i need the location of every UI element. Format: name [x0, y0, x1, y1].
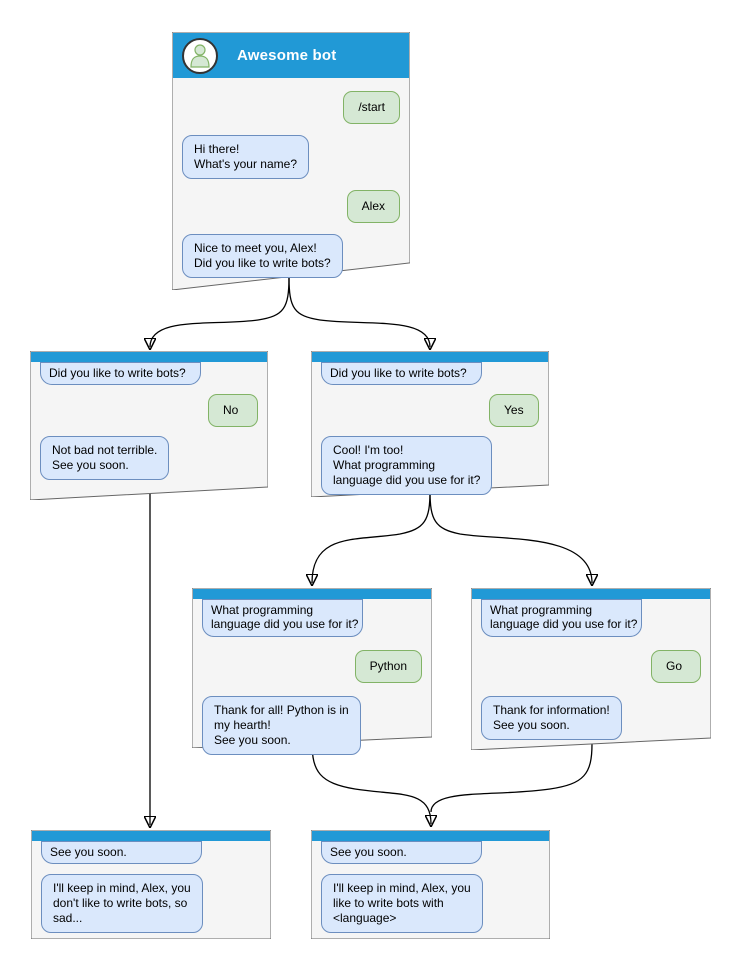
- bot-message: Thank for information! See you soon.: [481, 695, 622, 740]
- chat-window-lang-python: What programming language did you use fo…: [192, 588, 432, 755]
- bot-message: See you soon.: [321, 841, 482, 865]
- bot-message: Did you like to write bots?: [321, 362, 482, 386]
- chat-window-lang-go: What programming language did you use fo…: [471, 588, 711, 750]
- user-message: Alex: [346, 190, 400, 223]
- chat-messages: See you soon. I'll keep in mind, Alex, y…: [31, 841, 271, 934]
- bot-message: See you soon.: [41, 841, 202, 865]
- bot-message: I'll keep in mind, Alex, you like to wri…: [321, 874, 483, 934]
- bot-message: Did you like to write bots?: [40, 362, 201, 386]
- window-title-bar: [31, 352, 267, 362]
- user-message: Yes: [489, 394, 539, 428]
- chat-messages: Did you like to write bots? No Not bad n…: [30, 362, 268, 481]
- window-title-bar: [312, 352, 548, 362]
- bot-avatar-icon: [182, 37, 218, 74]
- window-title-bar: [193, 589, 431, 599]
- chat-messages: Did you like to write bots? Yes Cool! I'…: [311, 362, 549, 496]
- edge-yes-to-python: [312, 490, 431, 583]
- bot-message: Cool! I'm too! What programming language…: [321, 436, 493, 496]
- user-message: No: [208, 394, 258, 428]
- chat-messages: What programming language did you use fo…: [192, 599, 432, 755]
- bot-message: What programming language did you use fo…: [202, 599, 363, 637]
- bot-message: I'll keep in mind, Alex, you don't like …: [41, 874, 203, 934]
- user-message: /start: [343, 91, 400, 124]
- window-title-bar: [312, 831, 549, 841]
- bot-message: Thank for all! Python is in my hearth! S…: [202, 695, 361, 755]
- bot-message: What programming language did you use fo…: [481, 599, 642, 637]
- edge-yes-to-go: [429, 490, 592, 583]
- edge-go-to-end: [430, 743, 593, 813]
- bot-message: Not bad not terrible. See you soon.: [40, 436, 170, 481]
- user-message: Python: [354, 649, 422, 683]
- chat-header: Awesome bot: [173, 33, 409, 78]
- chat-window-end-no: See you soon. I'll keep in mind, Alex, y…: [31, 830, 271, 939]
- chat-window-start: Awesome bot /start Hi there! What's your…: [172, 32, 410, 290]
- chat-title: Awesome bot: [237, 47, 337, 64]
- chat-window-branch-no: Did you like to write bots? No Not bad n…: [30, 351, 268, 500]
- chat-messages: What programming language did you use fo…: [471, 599, 711, 740]
- bot-message: Hi there! What's your name?: [182, 135, 310, 179]
- window-title-bar: [472, 589, 710, 599]
- chat-window-end-yes: See you soon. I'll keep in mind, Alex, y…: [311, 830, 550, 939]
- chat-window-branch-yes: Did you like to write bots? Yes Cool! I'…: [311, 351, 549, 497]
- user-message: Go: [651, 649, 701, 683]
- bot-message: Nice to meet you, Alex! Did you like to …: [182, 234, 343, 278]
- window-title-bar: [32, 831, 270, 841]
- chat-messages: See you soon. I'll keep in mind, Alex, y…: [311, 841, 550, 934]
- chat-messages: /start Hi there! What's your name? Alex …: [172, 78, 410, 278]
